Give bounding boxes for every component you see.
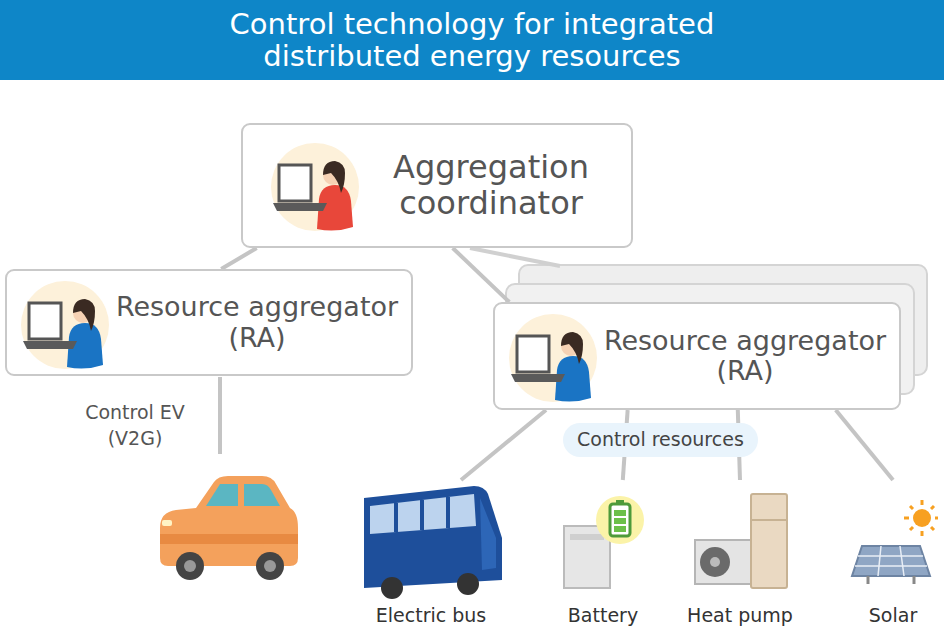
car-illustration (160, 476, 298, 580)
resource-icon (848, 480, 938, 604)
battery-node: Battery (558, 480, 648, 626)
solar-node: Solar (848, 480, 938, 626)
box-label: Resource aggregator (RA) (595, 326, 895, 386)
title: Control technology for integrated distri… (0, 0, 944, 80)
box-label: Resource aggregator (RA) (107, 292, 407, 352)
avatar-icon (19, 279, 111, 375)
avatar-icon (507, 312, 599, 408)
connector (836, 410, 893, 480)
resource-label: Electric bus (356, 604, 506, 626)
title-band (0, 0, 944, 80)
resource-icon (675, 480, 805, 604)
avatar-icon (269, 141, 361, 237)
resource-label: Heat pump (674, 604, 806, 626)
aggregator-box: Resource aggregator (RA) (5, 269, 413, 376)
control-label: Control resources (563, 423, 758, 457)
resource-icon (356, 480, 506, 604)
edge-note: Control EV (V2G) (70, 400, 200, 451)
box-label: Aggregation coordinator (361, 150, 621, 222)
faint-link (470, 248, 560, 266)
ev-link (218, 377, 222, 454)
bus-node: Electric bus (356, 480, 506, 626)
resource-label: Battery (558, 604, 648, 626)
aggregator-box: Resource aggregator (RA) (493, 302, 901, 410)
resource-label: Solar (848, 604, 938, 626)
heat-pump-node: Heat pump (674, 480, 806, 626)
resource-icon (558, 480, 648, 604)
connector (453, 248, 510, 302)
coordinator-box: Aggregation coordinator (241, 123, 633, 248)
connector (221, 248, 256, 269)
connector (461, 410, 546, 480)
